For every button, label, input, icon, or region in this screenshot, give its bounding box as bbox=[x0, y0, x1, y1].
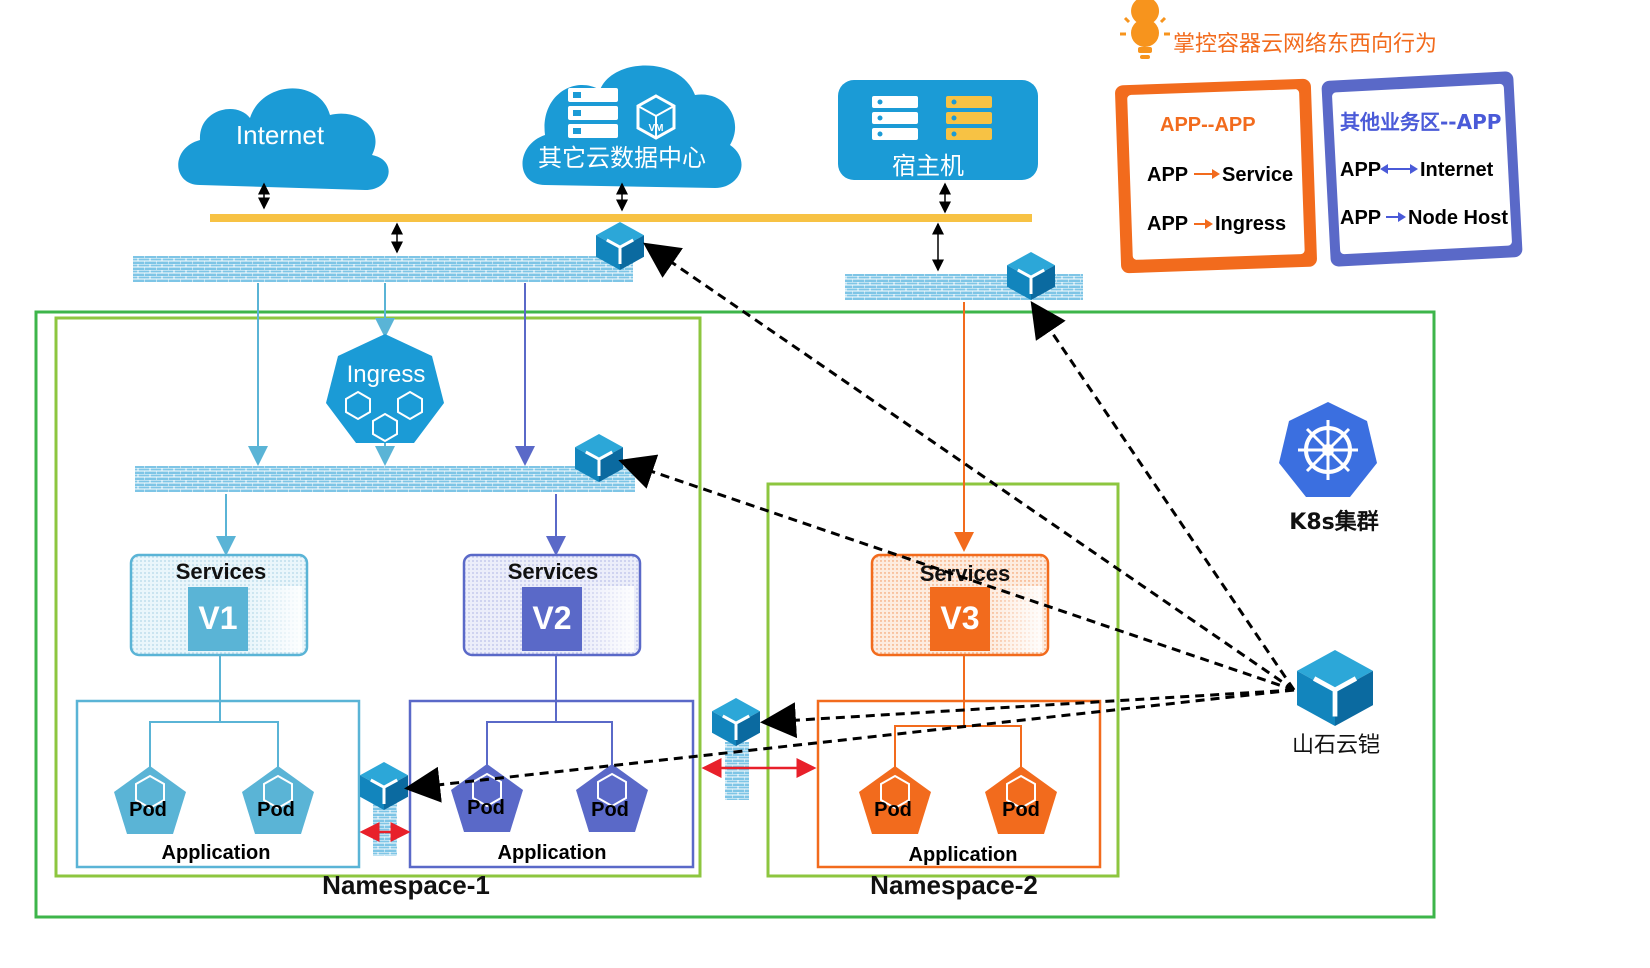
legend-card2-line2-b: Node Host bbox=[1408, 207, 1508, 229]
pod-label: Pod bbox=[1002, 799, 1040, 821]
host-label: 宿主机 bbox=[892, 152, 964, 180]
agent-icon-ns-border bbox=[712, 698, 760, 746]
k8s-cluster-boundary bbox=[34, 310, 1436, 919]
application-3: Pod Pod Application bbox=[816, 656, 1102, 869]
arrow-head bbox=[1205, 219, 1213, 229]
vm-badge: VM bbox=[649, 123, 664, 134]
services-v3-version: V3 bbox=[940, 600, 979, 636]
firewall-top bbox=[133, 256, 633, 282]
internet-label: Internet bbox=[236, 120, 325, 150]
arrow-head bbox=[1380, 164, 1388, 174]
host-machine-box: 宿主机 bbox=[838, 80, 1038, 180]
control-links bbox=[404, 242, 1296, 803]
pod-icon: Pod bbox=[985, 766, 1057, 834]
pod-icon: Pod bbox=[114, 766, 186, 834]
services-v1-version: V1 bbox=[198, 600, 237, 636]
pod-label: Pod bbox=[874, 799, 912, 821]
legend-card1-line1-a: APP bbox=[1147, 164, 1188, 186]
namespace-1-label: Namespace-1 bbox=[322, 870, 490, 900]
legend-card1-line2-b: Ingress bbox=[1215, 213, 1286, 235]
pod-icon: Pod bbox=[576, 764, 648, 832]
other-datacenter-label: 其它云数据中心 bbox=[538, 144, 706, 172]
kubernetes-icon bbox=[1279, 402, 1377, 497]
legend: 掌控容器云网络东西向行为 APP--APP APP Service APP In… bbox=[1115, 0, 1523, 274]
legend-card1-line2-a: APP bbox=[1147, 213, 1188, 235]
application-label: Application bbox=[498, 842, 607, 864]
services-v3-label: Services bbox=[920, 561, 1011, 586]
application-1: Pod Pod Application bbox=[75, 656, 361, 869]
agent-icon-namespace-1 bbox=[575, 434, 623, 482]
network-backbone bbox=[210, 214, 1032, 222]
arrow-head bbox=[1398, 212, 1406, 222]
services-v3: Services V3 bbox=[870, 553, 1050, 657]
legend-card2-line1-a: APP bbox=[1340, 159, 1381, 181]
vm-cube-icon: VM bbox=[636, 94, 676, 140]
services-v1-label: Services bbox=[176, 559, 267, 584]
application-label: Application bbox=[909, 844, 1018, 866]
server-rack-icon bbox=[872, 96, 918, 140]
arrow-head bbox=[1212, 169, 1220, 179]
other-datacenter-cloud: VM 其它云数据中心 bbox=[522, 65, 742, 188]
pod-icon: Pod bbox=[451, 764, 523, 832]
legend-title: 掌控容器云网络东西向行为 bbox=[1173, 32, 1437, 57]
legend-card-other-zone: 其他业务区--APP APP Internet APP Node Host bbox=[1321, 71, 1523, 267]
legend-card-app-app: APP--APP APP Service APP Ingress bbox=[1115, 78, 1317, 274]
cube-icon bbox=[345, 390, 423, 443]
application-label: Application bbox=[162, 842, 271, 864]
server-rack-icon bbox=[946, 96, 992, 140]
server-rack-icon bbox=[568, 88, 618, 138]
namespace-2-label: Namespace-2 bbox=[870, 870, 1038, 900]
ingress-node: Ingress bbox=[326, 334, 444, 443]
k8s-cluster-label: K8s集群 bbox=[1289, 509, 1378, 535]
bidirectional-links bbox=[258, 182, 951, 272]
application-2: Pod Pod Application bbox=[408, 656, 695, 869]
pod-label: Pod bbox=[591, 799, 629, 821]
arrow-head bbox=[1410, 164, 1418, 174]
services-v1: Services V1 bbox=[129, 553, 309, 657]
agent-icon-host bbox=[1007, 252, 1055, 300]
services-v2-version: V2 bbox=[532, 600, 571, 636]
legend-card2-title: 其他业务区--APP bbox=[1340, 110, 1501, 134]
pod-icon: Pod bbox=[859, 766, 931, 834]
pod-label: Pod bbox=[467, 797, 505, 819]
legend-card1-line1-b: Service bbox=[1222, 164, 1293, 186]
agents bbox=[360, 222, 1373, 810]
agent-icon-top bbox=[596, 222, 644, 270]
pod-label: Pod bbox=[129, 799, 167, 821]
legend-card2-line1-b: Internet bbox=[1420, 159, 1494, 181]
agent-icon-app-border bbox=[360, 762, 408, 810]
hillstone-agent-icon bbox=[1297, 650, 1373, 726]
product-label: 山石云铠 bbox=[1292, 733, 1380, 758]
services-v2: Services V2 bbox=[462, 553, 642, 657]
pod-icon: Pod bbox=[242, 766, 314, 834]
legend-card2-line2-a: APP bbox=[1340, 207, 1381, 229]
internet-cloud: Internet bbox=[178, 88, 389, 190]
firewall-namespace-1 bbox=[135, 466, 635, 492]
pod-label: Pod bbox=[257, 799, 295, 821]
legend-card1-title: APP--APP bbox=[1160, 114, 1256, 136]
namespace-2-boundary bbox=[766, 482, 1120, 878]
lightbulb-icon bbox=[1120, 0, 1170, 59]
services-v2-label: Services bbox=[508, 559, 599, 584]
ingress-label: Ingress bbox=[347, 361, 426, 388]
